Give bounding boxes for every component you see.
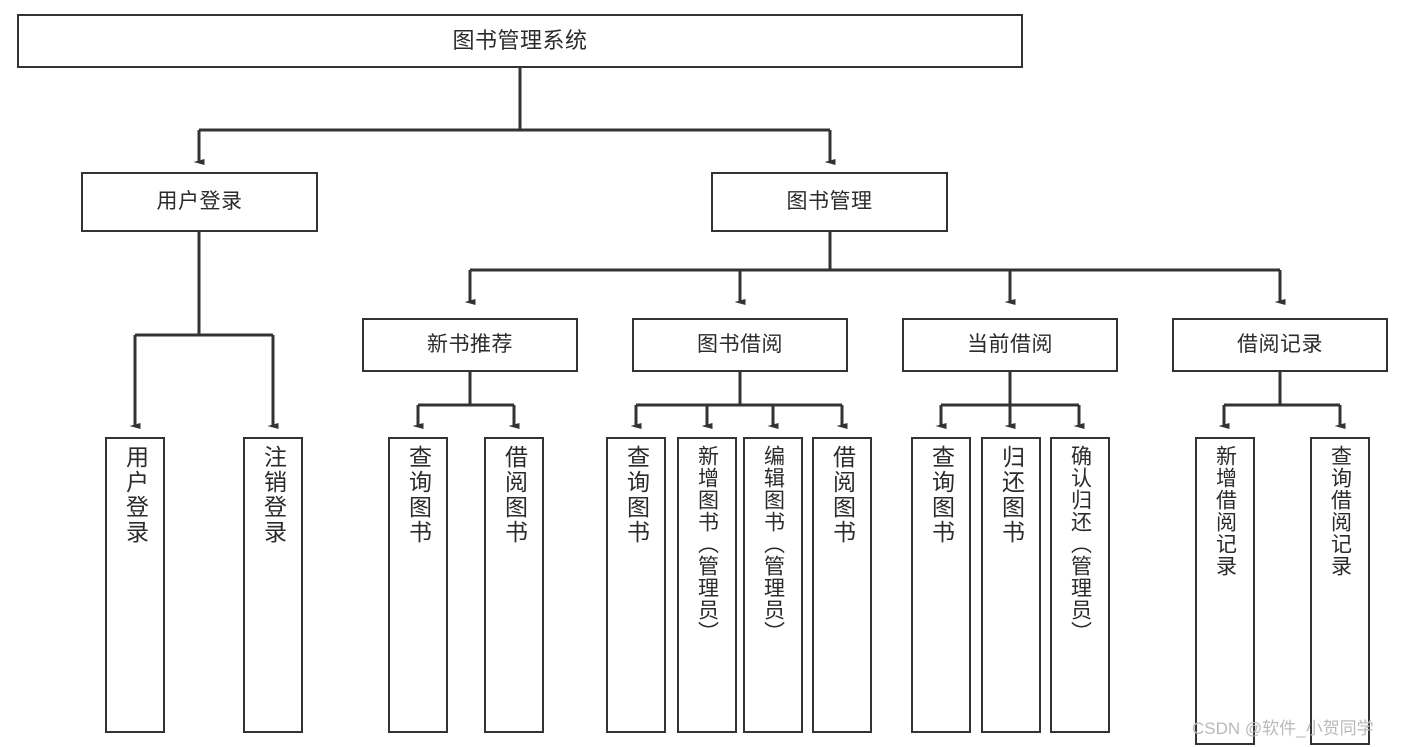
node-leaf-query-book-newbook[interactable]: 查询图书 bbox=[388, 437, 448, 733]
node-leaf-edit-book-admin[interactable]: 编辑图书（管理员） bbox=[743, 437, 803, 733]
node-leaf-logout[interactable]: 注销登录 bbox=[243, 437, 303, 733]
node-leaf-borrow-book-newbook[interactable]: 借阅图书 bbox=[484, 437, 544, 733]
node-new-book-recommend-label: 新书推荐 bbox=[427, 332, 513, 356]
node-book-management[interactable]: 图书管理 bbox=[711, 172, 948, 232]
node-leaf-user-login-label: 用户登录 bbox=[122, 445, 149, 545]
node-leaf-query-book-current[interactable]: 查询图书 bbox=[911, 437, 971, 733]
node-leaf-query-book-borrow[interactable]: 查询图书 bbox=[606, 437, 666, 733]
node-current-borrowing-label: 当前借阅 bbox=[967, 332, 1053, 356]
node-user-login-label: 用户登录 bbox=[156, 189, 243, 213]
node-new-book-recommend[interactable]: 新书推荐 bbox=[362, 318, 578, 372]
node-user-login[interactable]: 用户登录 bbox=[81, 172, 318, 232]
node-leaf-borrow-book-newbook-label: 借阅图书 bbox=[501, 445, 528, 545]
node-leaf-confirm-return-admin[interactable]: 确认归还（管理员） bbox=[1050, 437, 1110, 733]
node-leaf-return-book[interactable]: 归还图书 bbox=[981, 437, 1041, 733]
node-leaf-query-borrow-record[interactable]: 查询借阅记录 bbox=[1310, 437, 1370, 745]
node-leaf-borrow-book-label: 借阅图书 bbox=[829, 445, 856, 545]
node-leaf-query-book-newbook-label: 查询图书 bbox=[405, 445, 432, 545]
node-leaf-confirm-return-admin-label: 确认归还（管理员） bbox=[1068, 445, 1092, 643]
node-current-borrowing[interactable]: 当前借阅 bbox=[902, 318, 1118, 372]
node-leaf-logout-label: 注销登录 bbox=[260, 445, 287, 545]
node-leaf-user-login[interactable]: 用户登录 bbox=[105, 437, 165, 733]
node-leaf-add-book-admin[interactable]: 新增图书（管理员） bbox=[677, 437, 737, 733]
node-root-system-label: 图书管理系统 bbox=[452, 28, 588, 54]
node-book-borrowing[interactable]: 图书借阅 bbox=[632, 318, 848, 372]
node-leaf-query-book-borrow-label: 查询图书 bbox=[623, 445, 650, 545]
node-root-system[interactable]: 图书管理系统 bbox=[17, 14, 1023, 68]
node-leaf-add-borrow-record-label: 新增借阅记录 bbox=[1213, 445, 1237, 577]
node-leaf-add-book-admin-label: 新增图书（管理员） bbox=[695, 445, 719, 643]
node-leaf-edit-book-admin-label: 编辑图书（管理员） bbox=[761, 445, 785, 643]
node-borrowing-record-label: 借阅记录 bbox=[1237, 332, 1323, 356]
node-book-borrowing-label: 图书借阅 bbox=[697, 332, 783, 356]
node-book-management-label: 图书管理 bbox=[786, 189, 873, 213]
node-leaf-query-book-current-label: 查询图书 bbox=[928, 445, 955, 545]
node-leaf-borrow-book[interactable]: 借阅图书 bbox=[812, 437, 872, 733]
node-leaf-query-borrow-record-label: 查询借阅记录 bbox=[1328, 445, 1352, 577]
node-leaf-add-borrow-record[interactable]: 新增借阅记录 bbox=[1195, 437, 1255, 745]
csdn-watermark: CSDN @软件_小贺同学 bbox=[1192, 719, 1374, 738]
node-borrowing-record[interactable]: 借阅记录 bbox=[1172, 318, 1388, 372]
node-leaf-return-book-label: 归还图书 bbox=[998, 445, 1025, 545]
